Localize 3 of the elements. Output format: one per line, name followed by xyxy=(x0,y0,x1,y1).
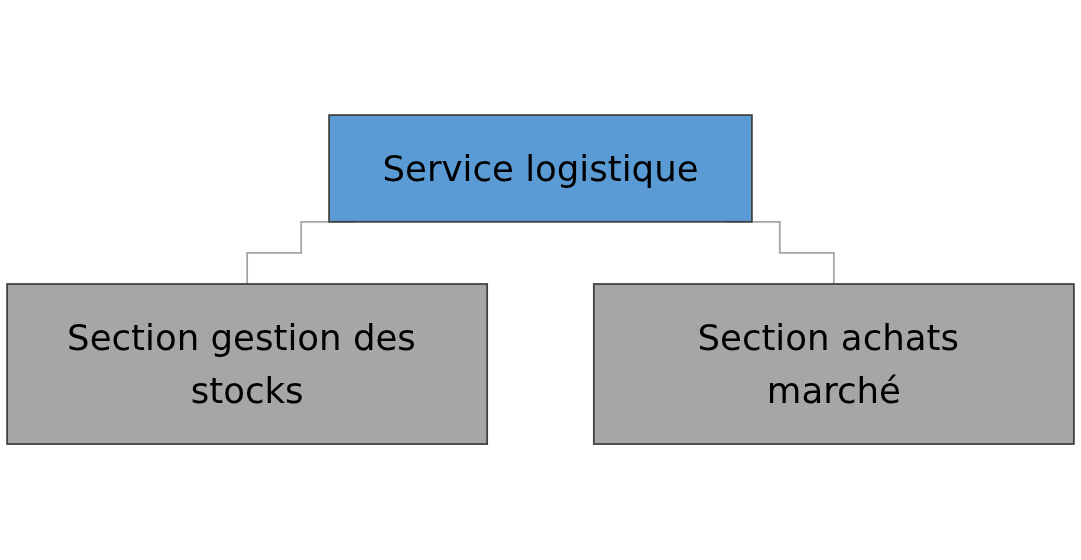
node-box: Section gestion des stocks xyxy=(6,283,489,446)
node-box: Section achats marché xyxy=(592,283,1075,446)
node-box: Service logistique xyxy=(328,114,753,224)
